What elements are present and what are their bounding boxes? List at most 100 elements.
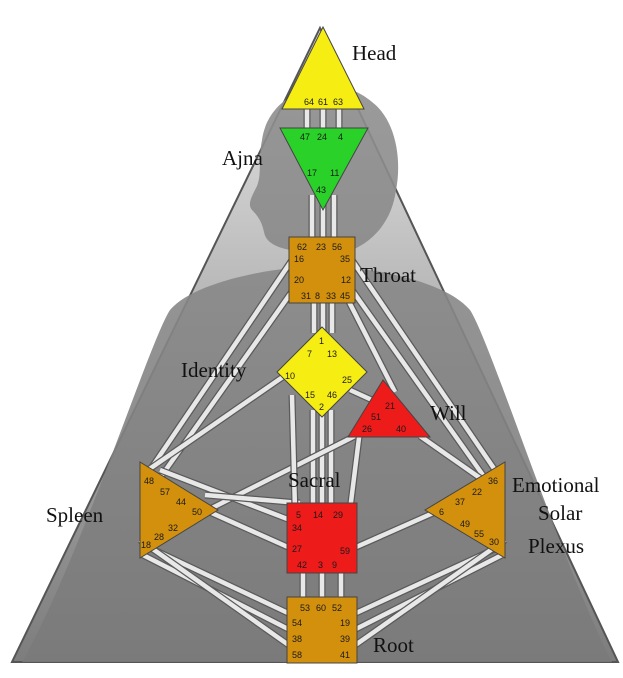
channel [204, 492, 301, 506]
gate-label: 24 [317, 132, 327, 142]
channel [146, 370, 292, 472]
gate-label: 41 [340, 650, 350, 660]
gate-label: 3 [318, 560, 323, 570]
gate-label: 25 [342, 375, 352, 385]
gate-label: 23 [316, 242, 326, 252]
channel [289, 394, 298, 511]
channel [149, 545, 291, 617]
ajna-label: Ajna [222, 146, 264, 170]
root-center[interactable] [286, 596, 358, 664]
channel [148, 258, 294, 472]
gate-label: 40 [396, 424, 406, 434]
gate-label: 30 [489, 537, 499, 547]
gate-label: 48 [144, 476, 154, 486]
gate-label: 60 [316, 603, 326, 613]
gate-label: 63 [333, 97, 343, 107]
gate-label: 57 [160, 487, 170, 497]
channel [347, 429, 363, 511]
gate-label: 49 [460, 519, 470, 529]
head-label: Head [352, 41, 397, 65]
channel [204, 507, 291, 551]
channel [340, 288, 398, 394]
throat-label: Throat [360, 263, 416, 287]
gate-label: 54 [292, 618, 302, 628]
channel [353, 507, 441, 551]
gate-label: 18 [141, 540, 151, 550]
gate-label: 35 [340, 254, 350, 264]
gate-label: 13 [327, 349, 337, 359]
gate-label: 16 [294, 254, 304, 264]
gate-label: 52 [332, 603, 342, 613]
channel [343, 278, 487, 480]
gate-label: 58 [292, 650, 302, 660]
ajna-center[interactable] [279, 127, 369, 212]
gate-label: 36 [488, 476, 498, 486]
gate-label: 39 [340, 634, 350, 644]
gate-label: 14 [313, 510, 323, 520]
identity-center[interactable] [276, 326, 368, 418]
gate-label: 20 [294, 275, 304, 285]
gate-label: 12 [341, 275, 351, 285]
identity-label: Identity [181, 358, 247, 382]
gate-label: 34 [292, 523, 302, 533]
gate-label: 64 [304, 97, 314, 107]
gate-label: 46 [327, 390, 337, 400]
gate-label: 33 [326, 291, 336, 301]
will-label: Will [430, 401, 467, 425]
spleen-center[interactable] [139, 461, 219, 559]
gate-label: 9 [332, 560, 337, 570]
gate-label: 59 [340, 546, 350, 556]
root-label: Root [373, 633, 414, 657]
gate-label: 7 [307, 349, 312, 359]
throat-center[interactable] [288, 236, 356, 304]
gate-label: 10 [285, 371, 295, 381]
will-center[interactable] [347, 379, 432, 438]
gate-label: 21 [385, 401, 395, 411]
gate-label: 2 [319, 402, 324, 412]
gate-label: 44 [176, 497, 186, 507]
gate-label: 43 [316, 185, 326, 195]
gate-label: 22 [472, 487, 482, 497]
channel [350, 258, 497, 472]
channel [418, 434, 482, 480]
sacral-label: Sacral [288, 468, 341, 492]
gate-label: 27 [292, 544, 302, 554]
gate-label: 61 [318, 97, 328, 107]
spleen-label: Spleen [46, 503, 104, 527]
gate-label: 17 [307, 168, 317, 178]
channel [349, 387, 373, 403]
solar-plexus-center[interactable] [424, 461, 506, 559]
gate-label: 45 [340, 291, 350, 301]
gate-label: 53 [300, 603, 310, 613]
gate-label: 26 [362, 424, 372, 434]
gate-label: 19 [340, 618, 350, 628]
gate-label: 56 [332, 242, 342, 252]
gate-label: 37 [455, 497, 465, 507]
gate-label: 5 [296, 510, 301, 520]
gate-label: 31 [301, 291, 311, 301]
gate-label: 8 [315, 291, 320, 301]
gate-label: 1 [319, 336, 324, 346]
gate-label: 62 [297, 242, 307, 252]
sacral-center[interactable] [286, 502, 358, 574]
gate-label: 28 [154, 532, 164, 542]
head-center[interactable] [281, 25, 365, 110]
gate-label: 51 [371, 412, 381, 422]
solar-plexus-label-line-3: Plexus [528, 534, 584, 558]
gate-label: 11 [330, 168, 339, 178]
gate-label: 29 [333, 510, 343, 520]
channel [352, 538, 507, 648]
solar-plexus-label-line-2: Solar [538, 501, 582, 525]
centers: 64 61 63 47 24 4 17 11 43 62 23 56 16 35… [139, 25, 506, 664]
gate-label: 55 [474, 529, 484, 539]
solar-plexus-label-line-1: Emotional [512, 473, 600, 497]
gate-label: 38 [292, 634, 302, 644]
gate-label: 50 [192, 507, 202, 517]
gate-label: 15 [305, 390, 315, 400]
gate-label: 32 [168, 523, 178, 533]
channel [138, 538, 292, 648]
gate-label: 47 [300, 132, 310, 142]
center-labels: Head Ajna Throat Identity Will Sacral Sp… [46, 41, 600, 657]
